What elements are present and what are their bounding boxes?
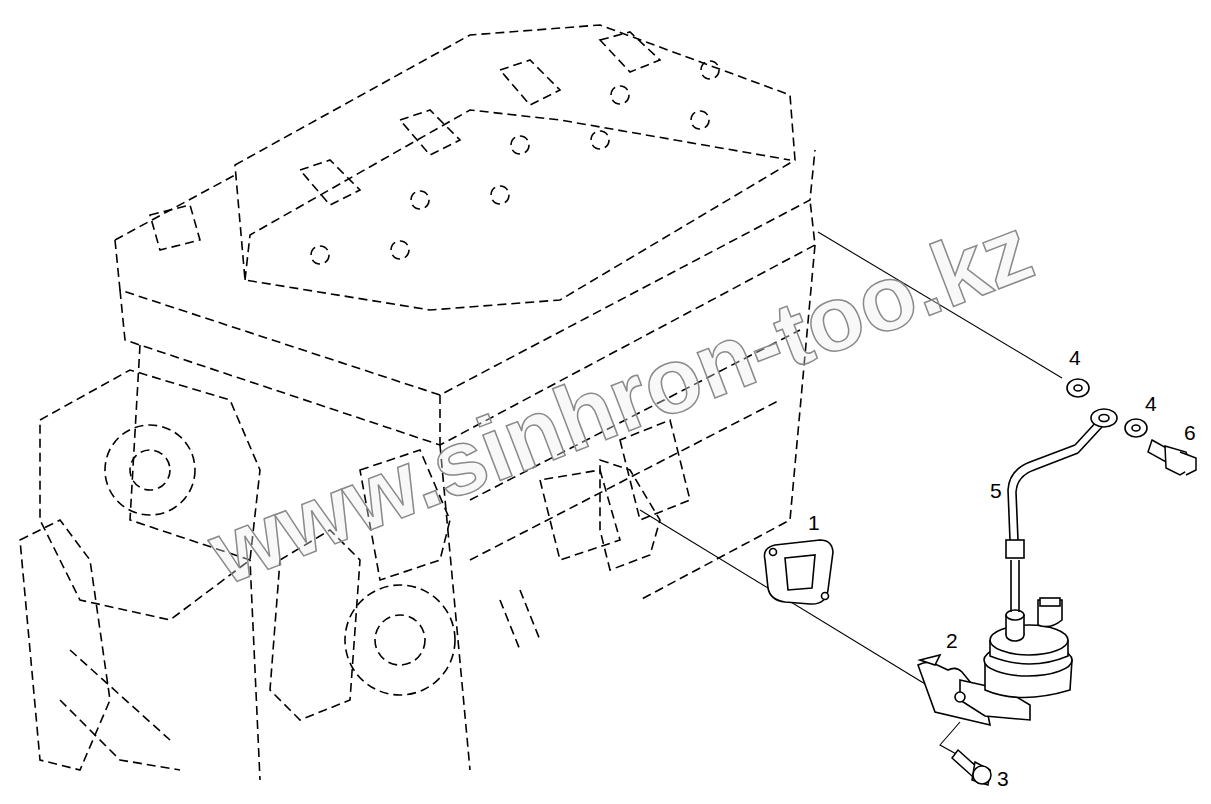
callout-number: 1 bbox=[808, 512, 820, 533]
callout-number: 4 bbox=[1145, 393, 1157, 414]
bolt bbox=[952, 750, 991, 785]
callout-number: 4 bbox=[1069, 347, 1081, 368]
fuel-pump bbox=[918, 598, 1072, 725]
washer bbox=[1067, 379, 1147, 437]
fuel-pipe bbox=[1006, 409, 1117, 612]
callout-number: 2 bbox=[946, 630, 958, 651]
callout-number: 5 bbox=[990, 480, 1002, 501]
banjo-bolt bbox=[1148, 440, 1196, 475]
gasket bbox=[764, 540, 833, 604]
callout-number: 3 bbox=[997, 768, 1009, 789]
callout-number: 6 bbox=[1184, 422, 1196, 443]
